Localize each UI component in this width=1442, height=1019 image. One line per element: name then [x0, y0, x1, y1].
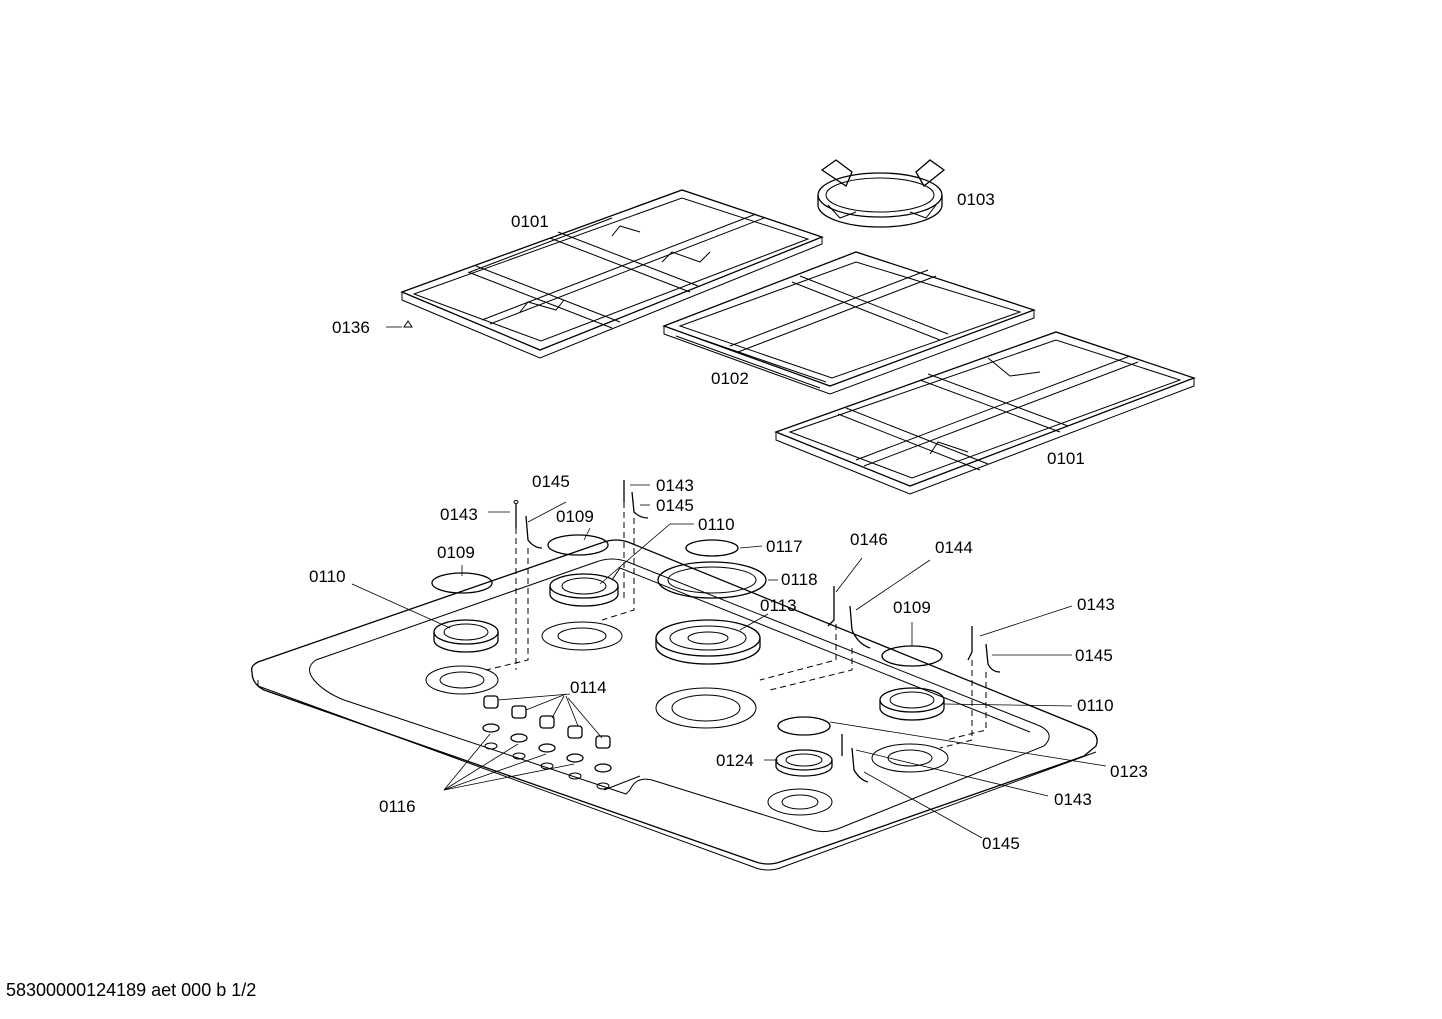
label-screw: 0136 — [332, 318, 370, 337]
leader-lines — [351, 484, 1107, 839]
label-thermo-wok: 0144 — [935, 538, 973, 557]
label-electrode-b: 0143 — [656, 476, 694, 495]
label-cap-left-front: 0109 — [437, 543, 475, 562]
grate-right — [774, 331, 1196, 495]
label-grate-right: 0101 — [1047, 449, 1085, 468]
label-burner-right: 0110 — [1077, 696, 1114, 715]
burner-crowns — [433, 573, 945, 777]
label-cap-right: 0109 — [893, 598, 931, 617]
label-burner-left-front: 0110 — [309, 567, 346, 586]
label-thermo-a: 0145 — [532, 472, 570, 491]
label-cap-center-big: 0118 — [781, 570, 818, 589]
label-burner-front-small: 0124 — [716, 751, 754, 770]
label-grate-left: 0101 — [511, 212, 549, 231]
label-cap-left-back: 0109 — [556, 507, 594, 526]
control-knobs — [482, 695, 612, 790]
label-electrode-c: 0143 — [1077, 595, 1115, 614]
burner-seats — [425, 621, 949, 816]
wok-ring — [817, 159, 946, 228]
label-thermo-c: 0145 — [1075, 646, 1113, 665]
hob-tray — [250, 539, 1098, 871]
label-cap-center-small: 0117 — [766, 537, 803, 556]
label-knobs: 0114 — [570, 678, 607, 697]
label-electrode-a: 0143 — [440, 505, 478, 524]
label-burner-wok: 0113 — [760, 596, 797, 615]
grate-center — [662, 251, 1036, 395]
label-electrode-d: 0143 — [1054, 790, 1092, 809]
assembly-lines — [485, 502, 987, 749]
label-electrode-wok: 0146 — [850, 530, 888, 549]
burner-caps — [431, 534, 943, 736]
label-grate-center: 0102 — [711, 369, 749, 388]
label-knob-rings: 0116 — [379, 797, 416, 816]
screw — [386, 320, 413, 328]
grate-left — [400, 189, 824, 359]
label-cap-front-small: 0123 — [1110, 762, 1148, 781]
electrodes — [513, 480, 1001, 783]
label-wok-ring: 0103 — [957, 190, 995, 209]
label-thermo-d: 0145 — [982, 834, 1020, 853]
label-burner-left-back: 0110 — [698, 515, 735, 534]
drawing-code: 58300000124189 aet 000 b 1/2 — [6, 980, 257, 1000]
label-thermo-b: 0145 — [656, 496, 694, 515]
